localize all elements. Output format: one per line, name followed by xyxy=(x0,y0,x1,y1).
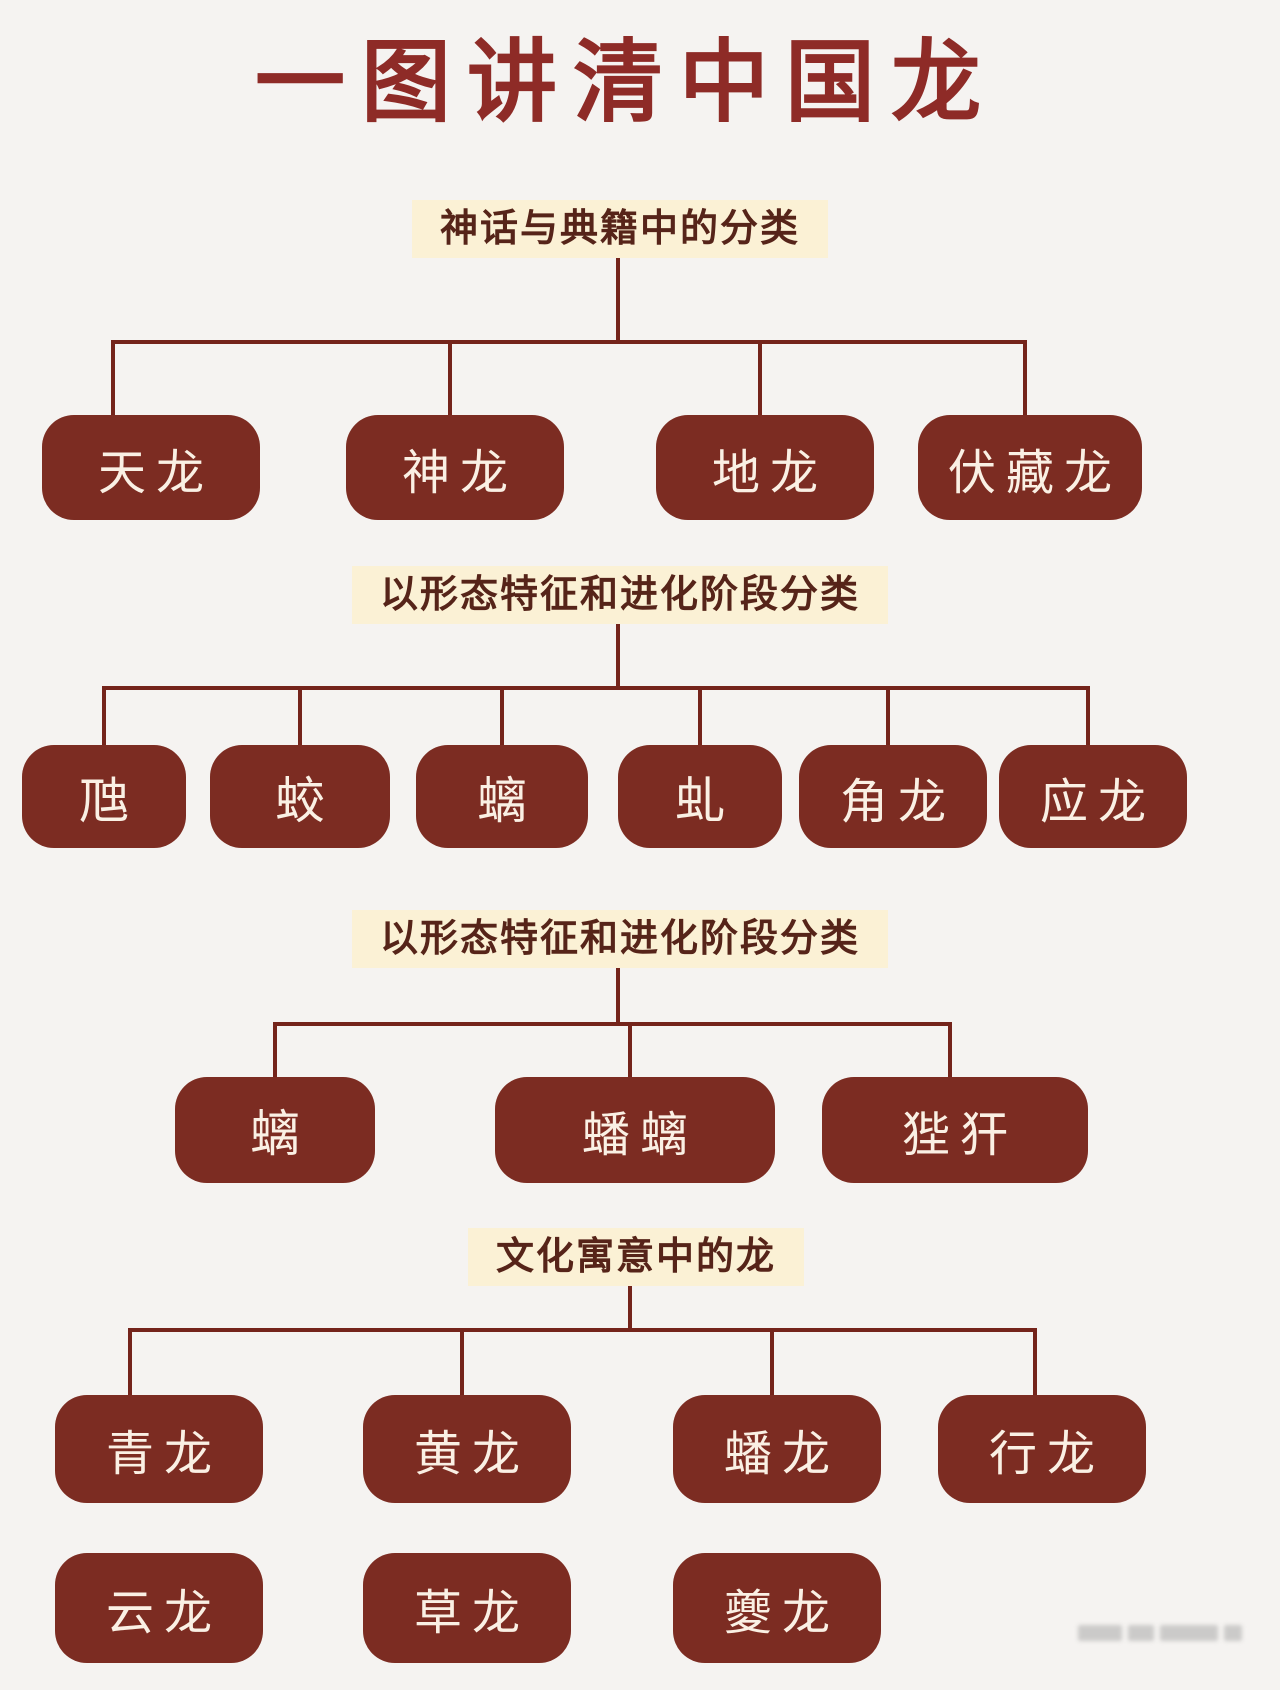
page-title: 一图讲清中国龙 xyxy=(255,34,997,133)
node-qiu: 虬 xyxy=(618,745,782,848)
node-kuilong: 夔龙 xyxy=(673,1553,881,1663)
node-bian: 狴犴 xyxy=(822,1077,1088,1183)
connector-drop-2-5 xyxy=(886,686,890,745)
connector-rail-4 xyxy=(128,1328,1037,1332)
watermark xyxy=(1078,1612,1253,1654)
node-dilong: 地龙 xyxy=(656,415,874,520)
connector-drop-1-4 xyxy=(1023,340,1027,415)
node-xinglong: 行龙 xyxy=(938,1395,1146,1503)
connector-drop-2-4 xyxy=(698,686,702,745)
section-header-morphology-1: 以形态特征和进化阶段分类 xyxy=(351,566,889,624)
connector-drop-4-2 xyxy=(460,1328,464,1395)
node-hui: 虺 xyxy=(22,745,186,848)
node-caolong: 草龙 xyxy=(363,1553,571,1663)
connector-stem-4 xyxy=(628,1286,632,1328)
node-panlong: 蟠龙 xyxy=(673,1395,881,1503)
connector-drop-2-1 xyxy=(102,686,106,745)
connector-stem-1 xyxy=(616,258,620,340)
connector-drop-3-1 xyxy=(273,1022,277,1077)
node-yunlong: 云龙 xyxy=(55,1553,263,1663)
connector-drop-1-1 xyxy=(111,340,115,415)
section-header-morphology-2: 以形态特征和进化阶段分类 xyxy=(351,910,889,968)
node-chi-2: 螭 xyxy=(175,1077,375,1183)
connector-stem-3 xyxy=(616,968,620,1022)
connector-drop-3-2 xyxy=(628,1022,632,1077)
connector-drop-4-3 xyxy=(770,1328,774,1395)
node-tianlong: 天龙 xyxy=(42,415,260,520)
connector-rail-2 xyxy=(102,686,1090,690)
node-jiaolong: 角龙 xyxy=(799,745,987,848)
connector-drop-2-6 xyxy=(1086,686,1090,745)
connector-stem-2 xyxy=(616,624,620,686)
node-fucanglong: 伏藏龙 xyxy=(918,415,1142,520)
connector-drop-1-3 xyxy=(758,340,762,415)
connector-drop-3-3 xyxy=(948,1022,952,1077)
connector-drop-4-4 xyxy=(1033,1328,1037,1395)
section-header-mythology: 神话与典籍中的分类 xyxy=(411,200,829,258)
connector-drop-2-2 xyxy=(298,686,302,745)
node-panchi: 蟠螭 xyxy=(495,1077,775,1183)
connector-drop-1-2 xyxy=(448,340,452,415)
node-chi: 螭 xyxy=(416,745,588,848)
connector-drop-4-1 xyxy=(128,1328,132,1395)
node-huanglong: 黄龙 xyxy=(363,1395,571,1503)
node-shenlong: 神龙 xyxy=(346,415,564,520)
connector-rail-1 xyxy=(113,340,1027,344)
node-qinglong: 青龙 xyxy=(55,1395,263,1503)
section-header-culture: 文化寓意中的龙 xyxy=(467,1228,805,1286)
node-yinglong: 应龙 xyxy=(999,745,1187,848)
connector-rail-3 xyxy=(273,1022,952,1026)
node-jiao: 蛟 xyxy=(210,745,390,848)
connector-drop-2-3 xyxy=(500,686,504,745)
